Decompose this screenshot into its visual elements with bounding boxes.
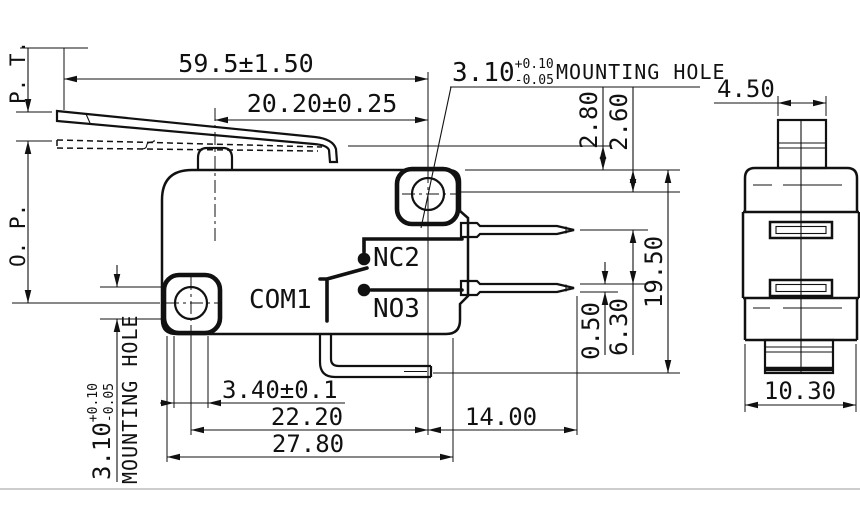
arrowhead xyxy=(664,170,672,183)
dim-10-30: 10.30 xyxy=(764,377,836,405)
dimension-lines xyxy=(12,47,857,482)
arrowhead xyxy=(745,401,758,409)
arrowhead xyxy=(629,271,637,284)
side-view xyxy=(741,118,860,375)
arrowhead xyxy=(664,360,672,373)
arrowhead xyxy=(629,230,637,243)
lever-tip-mark xyxy=(85,113,91,124)
label-pt: P. T. xyxy=(6,41,30,104)
arrowhead xyxy=(113,274,121,287)
left-hole-note: 3.10+0.10-0.05 xyxy=(86,383,117,480)
circuit-symbol xyxy=(318,237,464,323)
arrowhead xyxy=(629,179,637,192)
dim-2-80: 2.80 xyxy=(575,91,603,149)
lever-dashed-position xyxy=(56,139,323,152)
top-hole-note: 3.10+0.10-0.05 xyxy=(452,57,554,88)
arrowhead xyxy=(601,292,609,305)
top-hole-label: MOUNTING HOLE xyxy=(556,60,726,84)
arrowhead xyxy=(599,146,607,159)
label-op: O. P. xyxy=(6,204,30,267)
arrowhead xyxy=(440,453,453,461)
side-bottom-protrusion xyxy=(763,338,835,375)
arrowhead xyxy=(564,426,577,434)
dim-6-30: 6.30 xyxy=(605,298,633,356)
label-nc2: NC2 xyxy=(373,243,420,273)
arrowhead xyxy=(428,426,441,434)
dim-14-00: 14.00 xyxy=(465,403,537,431)
dim-20-20: 20.20±0.25 xyxy=(247,89,398,118)
arrowhead xyxy=(24,141,32,154)
arrowhead xyxy=(415,116,428,124)
lever-arm xyxy=(55,109,339,164)
dim-27-80: 27.80 xyxy=(272,430,344,458)
com-terminal xyxy=(318,334,433,379)
arrowhead xyxy=(778,99,791,107)
common-blade xyxy=(318,266,369,323)
switch-body xyxy=(160,168,470,336)
dimension-arrows xyxy=(24,75,856,461)
dim-3-40: 3.40±0.1 xyxy=(222,376,338,404)
label-no3: NO3 xyxy=(373,294,420,324)
dim-2-60: 2.60 xyxy=(605,93,633,151)
arrowhead xyxy=(813,99,826,107)
leader-line-mounting-hole xyxy=(420,86,452,229)
arrowhead xyxy=(208,399,221,407)
dim-22-20: 22.20 xyxy=(271,403,343,431)
arrowhead xyxy=(113,319,121,332)
nc-contact-dot xyxy=(357,252,371,266)
nc-terminal xyxy=(459,221,575,239)
arrowhead xyxy=(415,75,428,83)
lever-break-mark xyxy=(141,139,155,150)
arrowhead xyxy=(191,426,204,434)
annotations: 59.5±1.50 20.20±0.25 3.10+0.10-0.05 MOUN… xyxy=(6,41,836,484)
arrowhead xyxy=(161,399,174,407)
arrowhead xyxy=(843,401,856,409)
arrowhead xyxy=(599,157,607,170)
arrowhead xyxy=(167,453,180,461)
arrowhead xyxy=(215,116,228,124)
dim-19-50: 19.50 xyxy=(640,236,668,308)
dim-4-50: 4.50 xyxy=(717,75,775,103)
plunger xyxy=(196,146,234,170)
dim-0-50: 0.50 xyxy=(577,302,605,360)
left-hole-label: MOUNTING HOLE xyxy=(118,314,142,484)
no-terminal xyxy=(459,279,575,297)
side-lever-fold xyxy=(776,118,828,170)
label-com1: COM1 xyxy=(249,285,312,315)
arrowhead xyxy=(24,290,32,303)
mounting-boss-bottom-left xyxy=(161,272,223,336)
no-contact-dot xyxy=(357,283,371,297)
dim-59-5: 59.5±1.50 xyxy=(178,49,313,78)
arrowhead xyxy=(64,75,77,83)
arrowhead xyxy=(601,271,609,284)
arrowhead xyxy=(415,426,428,434)
arrowhead xyxy=(24,99,32,112)
